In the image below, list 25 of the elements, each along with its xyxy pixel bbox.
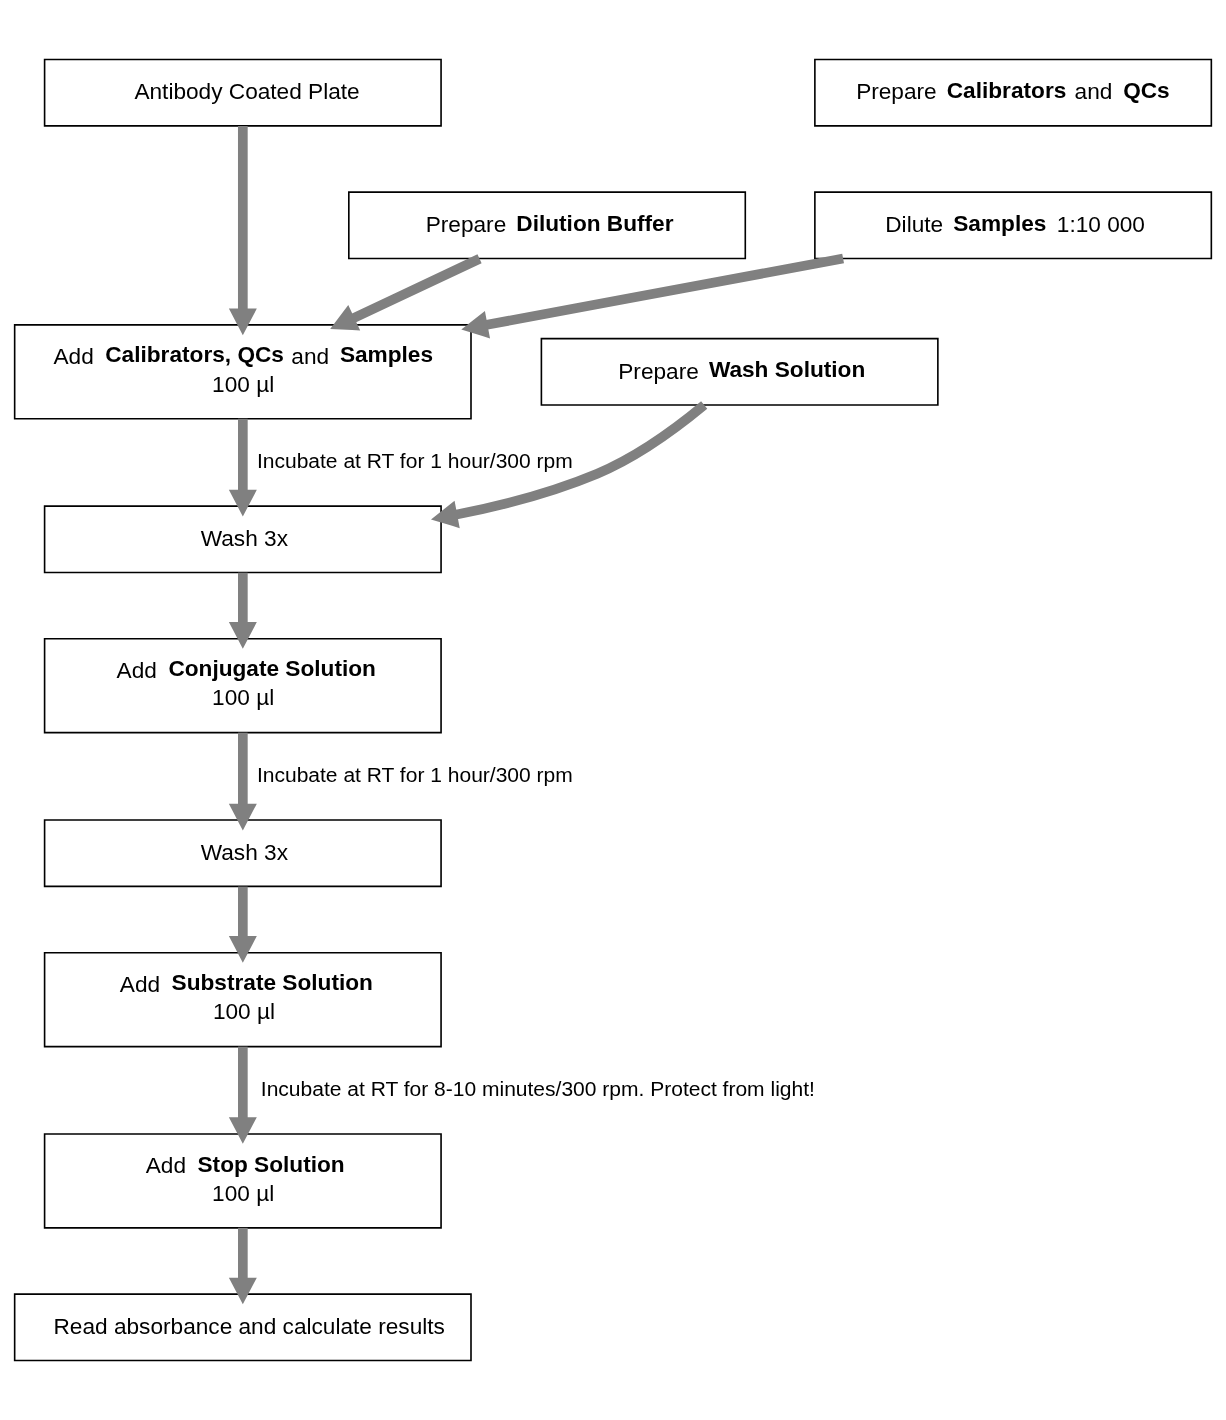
arrow xyxy=(228,886,257,963)
node-box: Prepare Wash Solution xyxy=(540,337,939,406)
node-box: Add Substrate Solution 100 µl xyxy=(43,951,442,1048)
arrow xyxy=(228,1046,257,1144)
node-box: Prepare Dilution Buffer xyxy=(348,191,747,260)
arrow xyxy=(228,732,257,831)
node-box: Add Stop Solution 100 µl xyxy=(43,1133,442,1229)
node-box: Read absorbance and calculate results xyxy=(13,1293,472,1362)
node-box: Add Conjugate Solution 100 µl xyxy=(43,638,442,734)
arrow xyxy=(228,1227,257,1305)
node-box: Wash 3x xyxy=(43,819,442,888)
edge-label: Incubate at RT for 1 hour/300 rpm xyxy=(256,762,573,786)
node-box: Add Calibrators, QCs and Samples 100 µl xyxy=(13,324,472,420)
arrow xyxy=(228,572,257,649)
arrow xyxy=(330,254,482,331)
arrow xyxy=(228,125,257,336)
node-box: Antibody Coated Plate xyxy=(43,58,442,127)
node-box: Wash 3x xyxy=(43,505,442,574)
arrow xyxy=(461,253,844,339)
arrow xyxy=(431,401,708,529)
edge-label: Incubate at RT for 8-10 minutes/300 rpm. Protect from light! xyxy=(260,1076,815,1100)
edge-label: Incubate at RT for 1 hour/300 rpm xyxy=(256,448,573,472)
arrow xyxy=(228,418,257,517)
node-box: Prepare Calibrators and QCs xyxy=(814,58,1213,127)
node-box: Dilute Samples 1:10 000 xyxy=(814,191,1213,260)
